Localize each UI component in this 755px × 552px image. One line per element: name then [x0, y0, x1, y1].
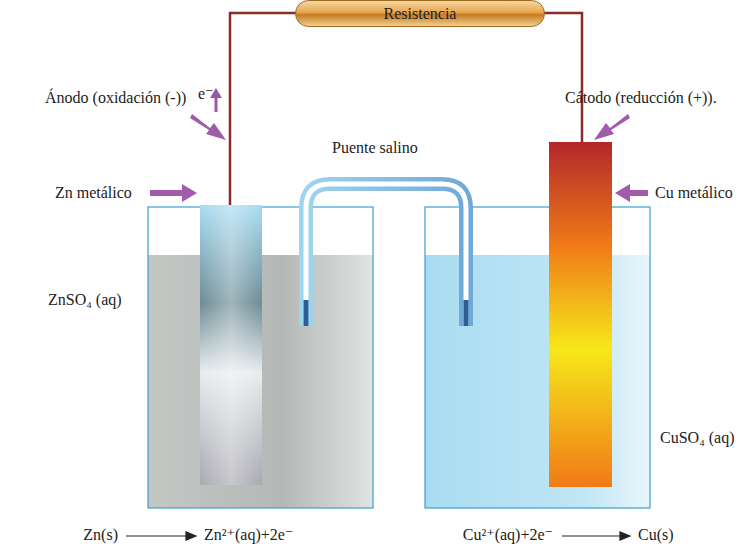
resistor-box: Resistencia	[295, 0, 545, 27]
equation-term: Cu(s)	[638, 525, 674, 544]
zinc-label: Zn metálico	[55, 183, 132, 202]
salt-bridge	[306, 300, 466, 326]
zinc-electrode	[200, 205, 262, 485]
equation-term: Zn²⁺(aq)+2e⁻	[204, 525, 293, 544]
electron-label: e⁻	[198, 84, 214, 103]
salt-bridge-label: Puente salino	[332, 138, 418, 157]
zinc-electrode	[200, 205, 262, 485]
anode-label: Ánodo (oxidación (-))	[45, 88, 186, 107]
beaker	[425, 207, 650, 508]
electron-arrow	[215, 96, 218, 112]
equation-term: Zn(s)	[83, 525, 118, 544]
equation-term: Cu²⁺(aq)+2e⁻	[463, 525, 553, 544]
cuso4-solution	[425, 255, 650, 508]
wire	[544, 13, 582, 142]
pointer-arrows	[150, 114, 648, 202]
copper-label: Cu metálico	[655, 183, 733, 202]
wire	[230, 13, 296, 205]
salt-bridge	[306, 184, 466, 326]
cathode-label: Cátodo (reducción (+)).	[565, 88, 717, 107]
copper-electrode	[549, 142, 612, 487]
solution-label: CuSO₄ (aq)	[660, 428, 734, 447]
reaction-arrow	[126, 532, 630, 540]
resistor-label: Resistencia	[384, 5, 457, 23]
solution-label: ZnSO₄ (aq)	[48, 290, 122, 309]
salt-bridge	[306, 184, 466, 326]
